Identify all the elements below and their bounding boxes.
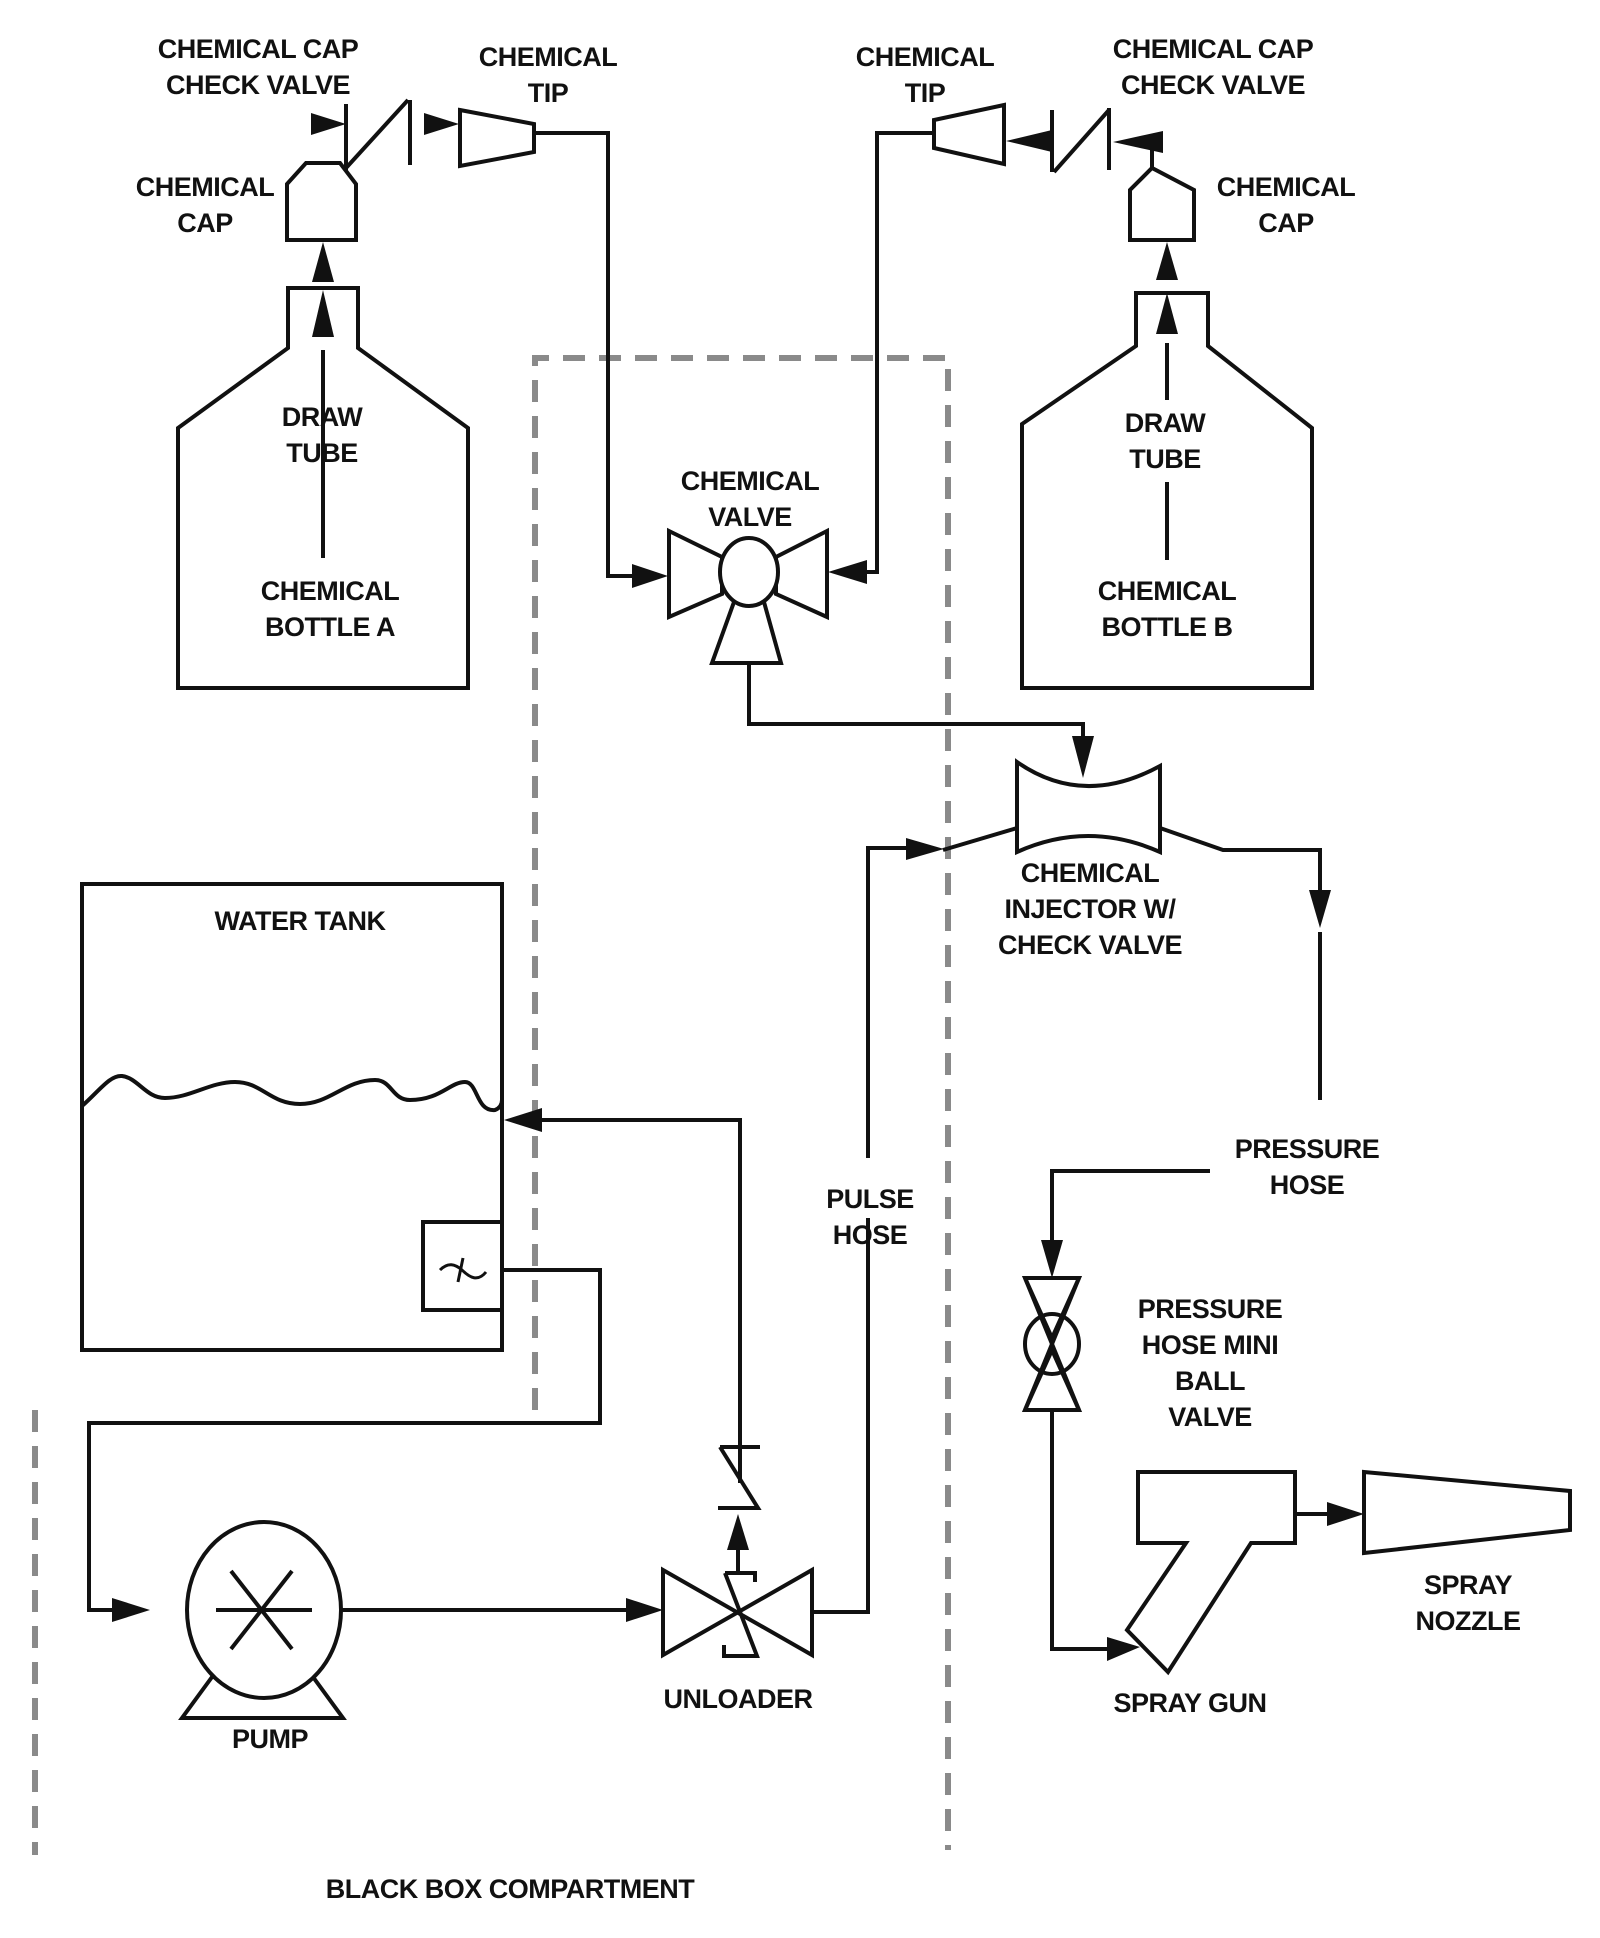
label-cap-a: CHEMICAL	[136, 172, 275, 202]
label-check-valve-b: CHEMICAL CAP	[1113, 34, 1314, 64]
label-unloader: UNLOADER	[664, 1684, 813, 1714]
tank-return-arrow	[504, 1108, 542, 1132]
spray-nozzle	[1362, 1469, 1572, 1556]
label-tip-b: CHEMICAL	[856, 42, 995, 72]
label-spray-gun: SPRAY GUN	[1113, 1688, 1266, 1718]
return-line	[504, 1108, 742, 1483]
label-black-box-compartment: BLACK BOX COMPARTMENT	[326, 1874, 695, 1904]
label-injector: CHEMICAL	[1021, 858, 1160, 888]
valve-inlet-b-arrow	[828, 560, 867, 584]
spray-gun-inlet-arrow	[1107, 1637, 1140, 1661]
supply-line	[87, 1268, 602, 1622]
svg-text:CAP: CAP	[177, 208, 233, 238]
svg-text:INJECTOR W/: INJECTOR W/	[1004, 894, 1176, 924]
svg-text:CHECK VALVE: CHECK VALVE	[998, 930, 1182, 960]
label-check-valve-a: CHEMICAL CAP	[158, 34, 359, 64]
label-pressure-hose: PRESSURE	[1235, 1134, 1380, 1164]
label-bottle-b: CHEMICAL	[1098, 576, 1237, 606]
pressure-hose	[1041, 1169, 1210, 1278]
injector-inlet-arrow	[1072, 736, 1094, 778]
label-pump: PUMP	[232, 1724, 308, 1754]
svg-text:TUBE: TUBE	[1129, 444, 1201, 474]
valve-inlet-a-arrow	[632, 564, 668, 588]
pump-inlet-arrow	[112, 1598, 150, 1622]
label-pulse-hose: PULSE	[826, 1184, 914, 1214]
svg-text:VALVE: VALVE	[708, 502, 792, 532]
pump	[178, 1520, 663, 1720]
unloader	[661, 846, 906, 1659]
spray-gun	[1124, 1470, 1364, 1676]
check-valve-a	[311, 98, 459, 170]
chemical-tip-a	[458, 107, 668, 588]
chemical-cap-a	[285, 161, 358, 282]
label-spray-nozzle: SPRAY	[1424, 1570, 1513, 1600]
labels: CHEMICAL CAP CHECK VALVE CHEMICAL TIP CH…	[136, 34, 1521, 1904]
svg-text:BALL: BALL	[1175, 1366, 1245, 1396]
svg-text:CHECK VALVE: CHECK VALVE	[1121, 70, 1305, 100]
chemical-cap-b	[1128, 165, 1196, 280]
svg-text:BOTTLE B: BOTTLE B	[1102, 612, 1233, 642]
black-box-compartment-border	[32, 355, 951, 1855]
svg-text:HOSE MINI: HOSE MINI	[1142, 1330, 1279, 1360]
strainer	[421, 1220, 504, 1312]
svg-text:VALVE: VALVE	[1168, 1402, 1252, 1432]
svg-text:HOSE: HOSE	[1270, 1170, 1345, 1200]
svg-text:CAP: CAP	[1258, 208, 1314, 238]
label-bottle-a: CHEMICAL	[261, 576, 400, 606]
svg-text:TIP: TIP	[905, 78, 946, 108]
label-tip-a: CHEMICAL	[479, 42, 618, 72]
cap-a-arrow	[312, 242, 334, 282]
svg-text:HOSE: HOSE	[833, 1220, 908, 1250]
draw-tube-a	[312, 290, 334, 558]
svg-text:CHECK VALVE: CHECK VALVE	[166, 70, 350, 100]
draw-tube-a-arrow	[312, 290, 334, 337]
label-chemical-valve: CHEMICAL	[681, 466, 820, 496]
svg-text:TIP: TIP	[528, 78, 569, 108]
unloader-relief-arrow	[727, 1514, 749, 1550]
check-valve-b	[1006, 108, 1163, 174]
draw-tube-b-arrow	[1156, 293, 1178, 334]
ball-valve-inlet-arrow	[1041, 1240, 1063, 1278]
injector-pulse-arrow	[906, 838, 944, 860]
cap-b-arrow	[1156, 242, 1178, 280]
water-tank	[80, 882, 504, 1352]
ball-valve	[1021, 1276, 1140, 1661]
chemical-valve	[667, 527, 1094, 778]
svg-text:BOTTLE A: BOTTLE A	[265, 612, 395, 642]
label-ball-valve: PRESSURE	[1138, 1294, 1283, 1324]
nozzle-inlet-arrow	[1327, 1502, 1364, 1526]
pressure-hose-down-arrow	[1309, 890, 1331, 928]
label-water-tank: WATER TANK	[215, 906, 387, 936]
chemical-injector	[906, 758, 1331, 1100]
strainer-icon	[438, 1257, 488, 1283]
draw-tube-b	[1156, 293, 1178, 560]
svg-text:TUBE: TUBE	[286, 438, 358, 468]
label-cap-b: CHEMICAL	[1217, 172, 1356, 202]
unloader-inlet-arrow	[626, 1598, 663, 1622]
chemical-tip-b	[828, 102, 1006, 584]
label-draw-tube-a: DRAW	[282, 402, 364, 432]
label-draw-tube-b: DRAW	[1125, 408, 1207, 438]
svg-text:NOZZLE: NOZZLE	[1416, 1606, 1521, 1636]
